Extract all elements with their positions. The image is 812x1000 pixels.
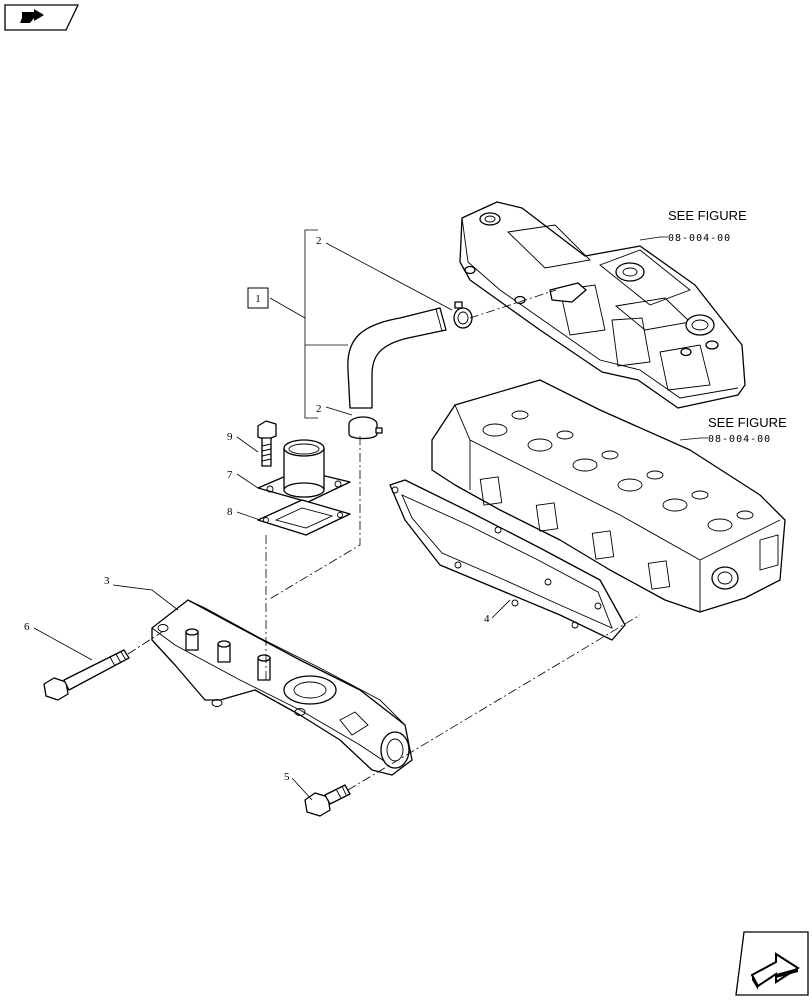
see-figure-label-cylinder-head: SEE FIGURE [708,415,787,430]
hose-clamp-upper [453,301,473,329]
manifold-gasket [389,479,626,641]
outlet-housing [257,439,351,503]
callout-hose-clamp-upper: 2 [316,235,322,247]
cylinder-head [431,379,786,613]
housing-gasket [257,499,351,536]
callout-flange-bolt-short: 5 [284,771,290,783]
rocker-cover [459,201,746,409]
prev-page-button[interactable] [4,4,80,31]
hose-clamp-lower [348,416,383,440]
flange-bolt-short [304,784,351,817]
reference-cylinder-head[interactable]: 08-004-00 [708,434,771,445]
forward-arrow-icon [750,952,800,990]
next-page-button[interactable] [735,931,809,996]
callout-intake-manifold: 3 [104,575,110,587]
reference-rocker-cover[interactable]: 08-004-00 [668,233,731,244]
callout-flange-bolt-long: 6 [24,621,30,633]
kit-bracket [269,229,348,419]
see-figure-label-rocker-cover: SEE FIGURE [668,208,747,223]
flange-bolt-long [43,649,130,701]
callout-outlet-housing: 7 [227,469,233,481]
assembly-lines [127,289,641,791]
kit-callout-box [247,287,269,309]
leader-lines [33,236,708,801]
intake-manifold [151,599,413,776]
callout-hose-clamp-lower: 2 [316,403,322,415]
breather-hose [347,307,447,409]
back-arrow-icon [20,9,44,23]
housing-bolt [257,420,277,467]
callout-housing-gasket: 8 [227,506,233,518]
callout-kit: 1 [255,293,261,305]
callout-gasket-manifold: 4 [484,613,490,625]
callout-housing-bolt: 9 [227,431,233,443]
